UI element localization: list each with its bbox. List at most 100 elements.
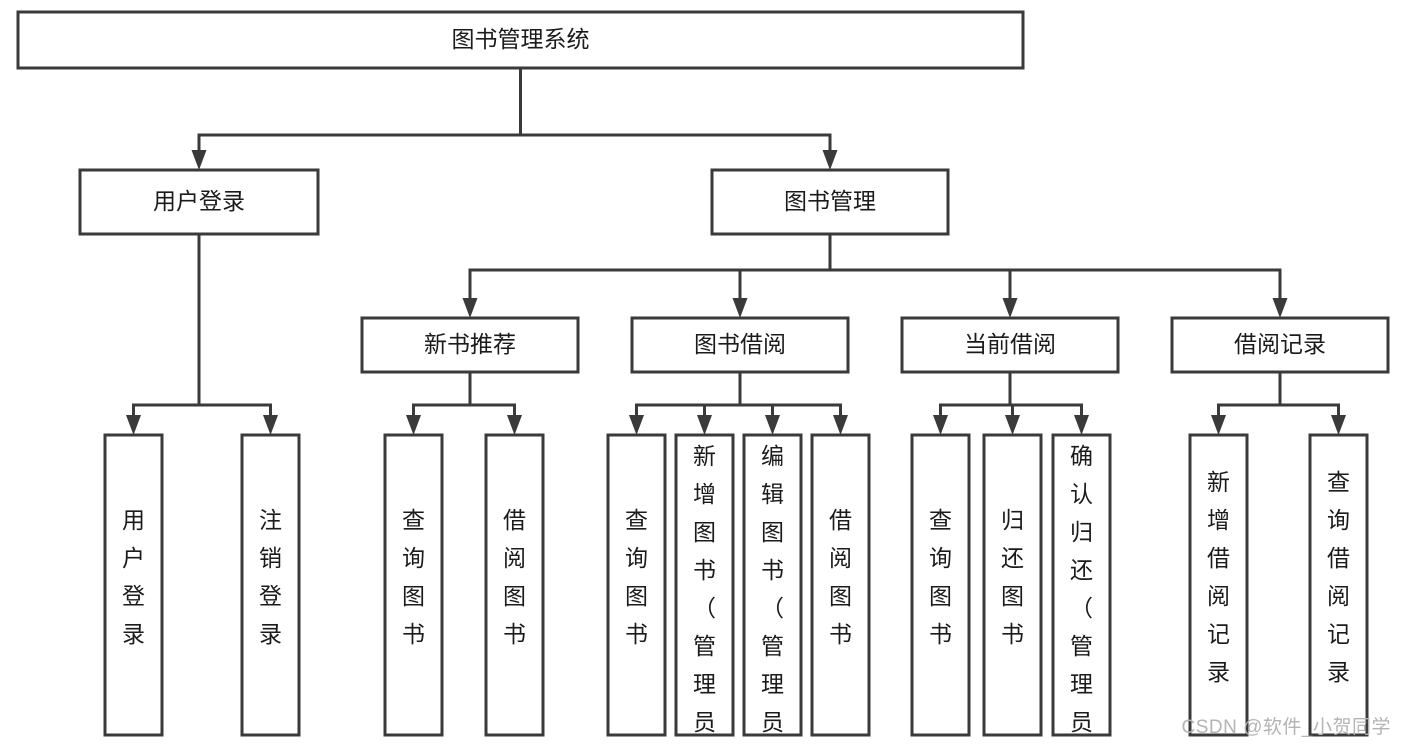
connector-leaf-borrow-book-2 (738, 372, 848, 435)
connector-run (470, 403, 516, 415)
node-leaf-return-book[interactable]: 归还图书 (982, 433, 1043, 737)
node-label: 编辑图书（管理员） (761, 443, 784, 747)
node-box[interactable] (606, 433, 667, 737)
node-box[interactable] (710, 168, 950, 236)
node-box[interactable] (240, 433, 301, 737)
node-user-login[interactable]: 用户登录 (78, 168, 320, 236)
node-label: 查询借阅记录 (1327, 469, 1350, 685)
node-label: 查询图书 (625, 507, 648, 647)
node-label: 当前借阅 (964, 331, 1056, 357)
node-leaf-user-login[interactable]: 用户登录 (103, 433, 164, 737)
connector-user-login (191, 68, 522, 170)
node-box[interactable] (78, 168, 320, 236)
node-box[interactable] (1188, 433, 1249, 737)
connector-current-borrow (828, 234, 1018, 318)
node-box[interactable] (1170, 316, 1390, 374)
connector-borrow-record (828, 234, 1288, 318)
connector-run (520, 133, 832, 150)
arrow-head-icon (507, 415, 522, 435)
connector-leaf-user-logout (197, 234, 278, 435)
node-box[interactable] (674, 433, 735, 737)
connector-leaf-user-login (126, 234, 201, 435)
node-leaf-borrow-book-2[interactable]: 借阅图书 (810, 433, 871, 737)
node-label: 查询图书 (402, 507, 425, 647)
node-leaf-query-book-3[interactable]: 查询图书 (910, 433, 971, 737)
node-label: 新增借阅记录 (1207, 469, 1230, 685)
connector-leaf-add-borrow-record (1211, 372, 1282, 435)
node-label: 借阅图书 (503, 507, 526, 647)
connector-run (412, 403, 470, 415)
node-leaf-add-book-admin[interactable]: 新增图书（管理员） (674, 433, 735, 747)
node-box[interactable] (900, 316, 1120, 374)
arrow-head-icon (822, 150, 838, 170)
connector-leaf-confirm-return-admin (1008, 372, 1089, 435)
connector-layer (126, 68, 1346, 435)
connector-run (939, 403, 1010, 415)
node-label: 借阅记录 (1234, 331, 1326, 357)
connector-leaf-query-borrow-record (1278, 372, 1346, 435)
connector-run (1280, 403, 1340, 415)
node-label: 确认归还（管理员） (1070, 443, 1093, 747)
node-box[interactable] (742, 433, 803, 737)
connector-run (132, 403, 199, 415)
arrow-head-icon (406, 415, 421, 435)
connector-run (740, 403, 842, 415)
node-layer: 图书管理系统用户登录图书管理新书推荐图书借阅当前借阅借阅记录用户登录注销登录查询… (16, 10, 1390, 747)
node-label: 图书管理系统 (452, 26, 590, 52)
node-box[interactable] (1308, 433, 1369, 737)
node-leaf-edit-book-admin[interactable]: 编辑图书（管理员） (742, 433, 803, 747)
arrow-head-icon (263, 415, 278, 435)
node-label: 新增图书（管理员） (693, 443, 716, 747)
node-box[interactable] (630, 316, 850, 374)
arrow-head-icon (765, 415, 780, 435)
connector-run (703, 403, 740, 415)
node-current-borrow[interactable]: 当前借阅 (900, 316, 1120, 374)
node-leaf-user-logout[interactable]: 注销登录 (240, 433, 301, 737)
arrow-head-icon (1002, 298, 1018, 318)
node-label: 借阅图书 (829, 507, 852, 647)
node-box[interactable] (383, 433, 444, 737)
arrow-head-icon (1211, 415, 1226, 435)
node-box[interactable] (484, 433, 545, 737)
node-leaf-query-book-2[interactable]: 查询图书 (606, 433, 667, 737)
node-leaf-query-borrow-record[interactable]: 查询借阅记录 (1308, 433, 1369, 737)
node-box[interactable] (16, 10, 1025, 70)
arrow-head-icon (697, 415, 712, 435)
node-leaf-confirm-return-admin[interactable]: 确认归还（管理员） (1051, 433, 1112, 747)
node-leaf-query-book-1[interactable]: 查询图书 (383, 433, 444, 737)
connector-book-borrow (732, 234, 832, 318)
connector-run (197, 133, 521, 150)
node-book-manage[interactable]: 图书管理 (710, 168, 950, 236)
connector-run (468, 268, 830, 298)
connector-run (1010, 403, 1083, 415)
arrow-head-icon (1005, 415, 1020, 435)
arrow-head-icon (1272, 298, 1288, 318)
node-label: 图书管理 (784, 188, 876, 214)
node-box[interactable] (1051, 433, 1112, 737)
node-box[interactable] (360, 316, 580, 374)
node-label: 注销登录 (259, 507, 282, 647)
connector-run (1217, 403, 1280, 415)
node-label: 图书借阅 (694, 331, 786, 357)
node-box[interactable] (982, 433, 1043, 737)
node-box[interactable] (910, 433, 971, 737)
node-leaf-add-borrow-record[interactable]: 新增借阅记录 (1188, 433, 1249, 737)
node-box[interactable] (103, 433, 164, 737)
arrow-head-icon (1331, 415, 1346, 435)
node-label: 归还图书 (1001, 507, 1024, 647)
connector-leaf-add-book-admin (697, 372, 742, 435)
node-label: 用户登录 (153, 188, 245, 214)
arrow-head-icon (191, 150, 207, 170)
node-box[interactable] (810, 433, 871, 737)
connector-run (199, 403, 272, 415)
node-root[interactable]: 图书管理系统 (16, 10, 1025, 70)
node-borrow-record[interactable]: 借阅记录 (1170, 316, 1390, 374)
connector-new-book-recommend (462, 234, 832, 318)
node-new-book-recommend[interactable]: 新书推荐 (360, 316, 580, 374)
node-book-borrow[interactable]: 图书借阅 (630, 316, 850, 374)
connector-leaf-query-book-1 (406, 372, 472, 435)
connector-run (830, 268, 1012, 298)
node-leaf-borrow-book-1[interactable]: 借阅图书 (484, 433, 545, 737)
connector-leaf-borrow-book-1 (468, 372, 522, 435)
arrow-head-icon (732, 298, 748, 318)
